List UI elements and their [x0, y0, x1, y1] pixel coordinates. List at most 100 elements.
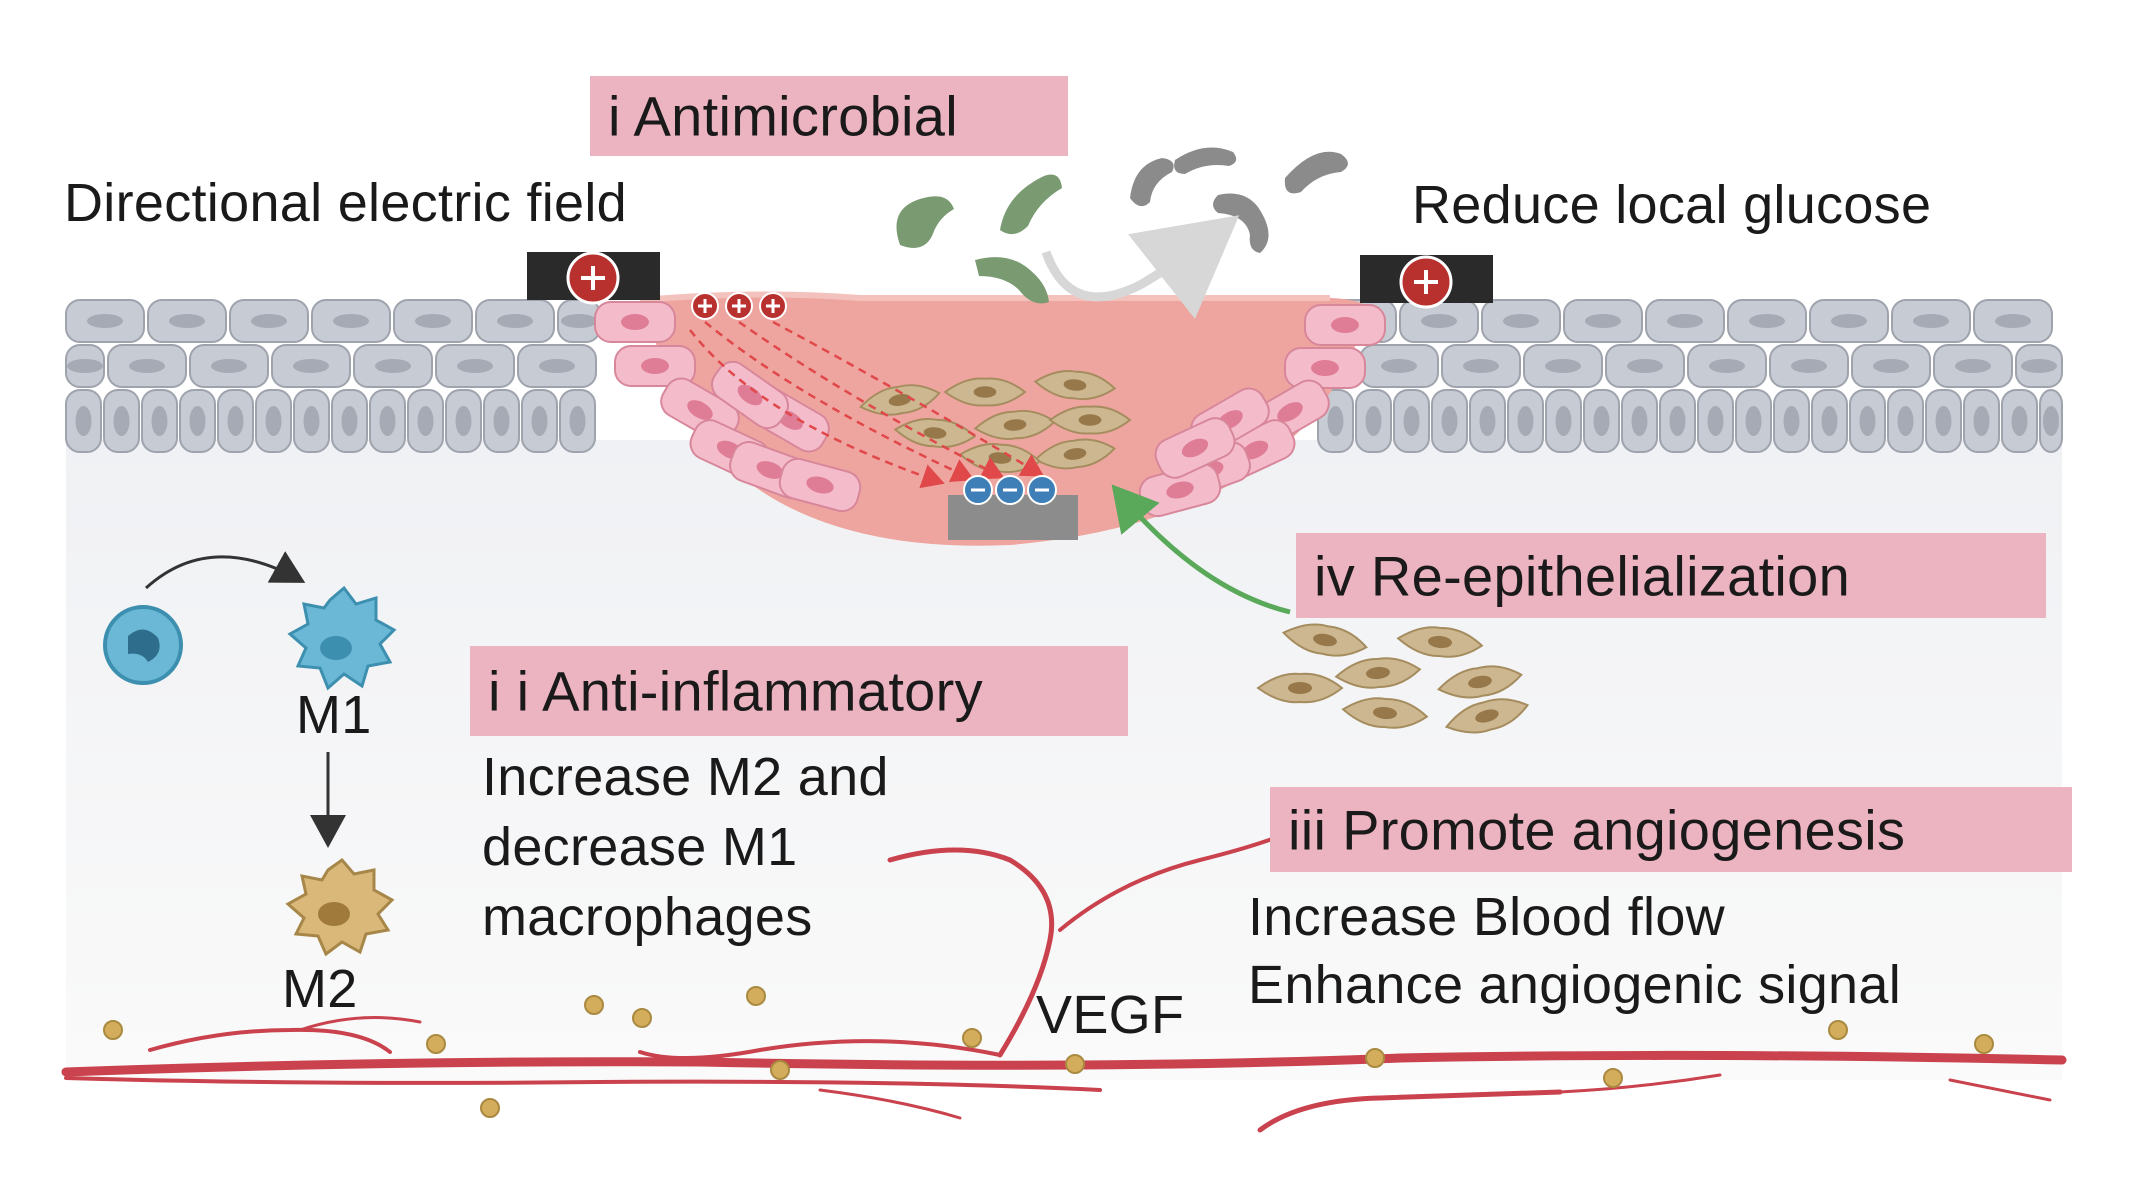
- cell-nucleus: [417, 406, 434, 436]
- cell-nucleus: [333, 314, 369, 328]
- keratinocyte-cell: [614, 345, 696, 387]
- m2-macrophage-icon: [285, 857, 395, 957]
- angio-note-line2: Enhance angiogenic signal: [1248, 955, 1901, 1015]
- cell-nucleus: [265, 406, 282, 436]
- electric-field-lines: [689, 320, 1045, 489]
- banner-antimicrobial: i Antimicrobial: [590, 76, 1068, 156]
- keratinocyte-cell: [1304, 304, 1386, 346]
- cell-nucleus: [1973, 406, 1990, 436]
- cell-nucleus: [1631, 406, 1648, 436]
- macrophage-note-line1: Increase M2 and: [482, 747, 889, 807]
- cell-nucleus: [1821, 406, 1838, 436]
- cell-nucleus: [379, 406, 396, 436]
- cell-nucleus: [1441, 406, 1458, 436]
- fibroblast-cell: [1334, 657, 1422, 689]
- cell-nucleus: [1327, 406, 1344, 436]
- cell-nucleus: [67, 359, 103, 373]
- migration-arrow: [1111, 484, 1291, 615]
- cell-nucleus: [1627, 359, 1663, 373]
- cell-nucleus: [1749, 314, 1785, 328]
- cell-nucleus: [1555, 406, 1572, 436]
- bacteria-live: [896, 174, 1062, 304]
- fibroblast-cell: [1256, 672, 1344, 704]
- fibroblast-cell: [859, 384, 941, 416]
- banner-antimicrobial-text: i Antimicrobial: [608, 84, 958, 148]
- fibroblast-cell: [1048, 405, 1132, 435]
- cell-nucleus: [113, 406, 130, 436]
- epidermis-right: [1317, 299, 2063, 453]
- cell-nucleus: [1935, 406, 1952, 436]
- fibroblast-cell: [1444, 698, 1530, 734]
- cell-nucleus: [1479, 406, 1496, 436]
- cell-nucleus: [1381, 359, 1417, 373]
- cell-nucleus: [375, 359, 411, 373]
- angio-note-line1: Increase Blood flow: [1248, 887, 1725, 947]
- cell-nucleus: [1783, 406, 1800, 436]
- fibroblast-cell: [1033, 438, 1117, 470]
- bacteria-dead: [1130, 147, 1348, 253]
- negative-charges: [963, 475, 1057, 505]
- banner-reepithelialization: iv Re-epithelialization: [1296, 533, 2046, 618]
- cell-nucleus: [2011, 406, 2028, 436]
- cell-nucleus: [1707, 406, 1724, 436]
- banner-anti-inflammatory-text: i i Anti-inflammatory: [488, 659, 983, 723]
- cell-nucleus: [497, 314, 533, 328]
- keratinocyte-cell: [711, 360, 789, 430]
- banner-anti-inflammatory: i i Anti-inflammatory: [470, 646, 1128, 736]
- cell-nucleus: [1545, 359, 1581, 373]
- banner-angiogenesis: iii Promote angiogenesis: [1270, 787, 2072, 872]
- directional-field-label: Directional electric field: [64, 173, 628, 233]
- cell-nucleus: [303, 406, 320, 436]
- cell-nucleus: [457, 359, 493, 373]
- cell-nucleus: [531, 406, 548, 436]
- fibroblast-cell: [1281, 623, 1368, 657]
- cell-nucleus: [151, 406, 168, 436]
- reduce-glucose-label: Reduce local glucose: [1412, 175, 1932, 235]
- cell-nucleus: [1421, 314, 1457, 328]
- cell-nucleus: [341, 406, 358, 436]
- cell-nucleus: [1955, 359, 1991, 373]
- cell-nucleus: [1593, 406, 1610, 436]
- cell-nucleus: [1831, 314, 1867, 328]
- cell-nucleus: [211, 359, 247, 373]
- cell-nucleus: [1503, 314, 1539, 328]
- fibroblast-cell: [1341, 697, 1429, 729]
- cell-nucleus: [1873, 359, 1909, 373]
- banner-angiogenesis-text: iii Promote angiogenesis: [1288, 798, 1906, 861]
- cell-nucleus: [2021, 359, 2057, 373]
- cell-nucleus: [129, 359, 165, 373]
- monocyte-icon: [103, 605, 183, 685]
- cell-nucleus: [1667, 314, 1703, 328]
- m1-label: M1: [296, 685, 372, 745]
- cell-nucleus: [189, 406, 206, 436]
- cell-nucleus: [561, 314, 597, 328]
- fibroblast-cell: [893, 418, 977, 448]
- keratinocyte-cell: [594, 301, 676, 343]
- cell-nucleus: [227, 406, 244, 436]
- macrophage-note-line3: macrophages: [482, 887, 813, 947]
- fibroblast-cell: [1033, 370, 1117, 400]
- bacteria-kill-arrow: [1041, 215, 1240, 319]
- cell-nucleus: [87, 314, 123, 328]
- epidermis-left: [65, 299, 601, 453]
- differentiation-arrow: [144, 551, 306, 590]
- cell-nucleus: [1669, 406, 1686, 436]
- vegf-label: VEGF: [1036, 985, 1185, 1045]
- cell-nucleus: [75, 406, 92, 436]
- positive-charges: [691, 292, 787, 320]
- keratinocyte-cell: [778, 457, 862, 513]
- cell-nucleus: [569, 406, 586, 436]
- cell-nucleus: [1791, 359, 1827, 373]
- cell-nucleus: [293, 359, 329, 373]
- cell-nucleus: [1517, 406, 1534, 436]
- fibroblast-cell: [1436, 665, 1523, 699]
- vegf-particles: [103, 986, 1994, 1118]
- cell-nucleus: [1365, 406, 1382, 436]
- banner-reepithelialization-text: iv Re-epithelialization: [1314, 544, 1851, 607]
- cell-nucleus: [415, 314, 451, 328]
- cell-nucleus: [1995, 314, 2031, 328]
- cell-nucleus: [539, 359, 575, 373]
- cell-nucleus: [2043, 406, 2059, 436]
- cell-nucleus: [1463, 359, 1499, 373]
